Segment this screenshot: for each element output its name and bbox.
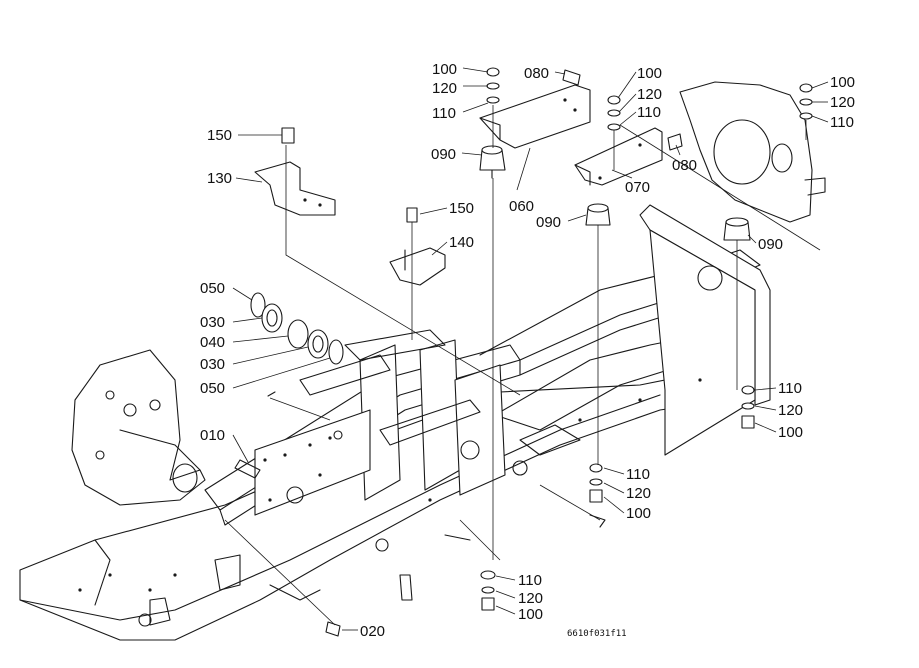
callout-090-a: 090 <box>431 146 456 163</box>
hardware-top <box>281 67 813 223</box>
leader-lines <box>232 67 829 631</box>
callout-110-right: 110 <box>778 380 802 397</box>
bracket-140 <box>389 247 446 286</box>
callout-110-top-c: 110 <box>830 114 854 131</box>
callout-120-mid: 120 <box>626 485 651 502</box>
hardware-bottom <box>325 385 755 637</box>
bearing-stack <box>250 292 344 365</box>
callout-050-b: 050 <box>200 380 225 397</box>
callout-120-top-c: 120 <box>830 94 855 111</box>
bracket-130 <box>254 161 336 216</box>
main-frame-010 <box>19 204 771 641</box>
callout-100-mid: 100 <box>626 505 651 522</box>
bracket-060 <box>479 84 591 149</box>
callout-120-right: 120 <box>778 402 803 419</box>
callout-110-top-b: 110 <box>637 104 661 121</box>
callout-140: 140 <box>449 234 474 251</box>
callout-120-bottom: 120 <box>518 590 543 607</box>
callout-030-b: 030 <box>200 356 225 373</box>
callout-120-top-a: 120 <box>432 80 457 97</box>
engine-plate <box>679 81 826 223</box>
callout-100-right: 100 <box>778 424 803 441</box>
callout-120-top-b: 120 <box>637 86 662 103</box>
bracket-070 <box>574 127 663 186</box>
drawing-code: 6610f031f11 <box>567 629 627 639</box>
callout-150-b: 150 <box>449 200 474 217</box>
rubber-mount-090-a <box>479 145 506 179</box>
callout-070: 070 <box>625 179 650 196</box>
callout-100-top-b: 100 <box>637 65 662 82</box>
callout-010: 010 <box>200 427 225 444</box>
callout-100-bottom: 100 <box>518 606 543 623</box>
callout-110-mid: 110 <box>626 466 650 483</box>
callout-030-a: 030 <box>200 314 225 331</box>
callout-110-top-a: 110 <box>432 105 456 122</box>
callout-080-top: 080 <box>524 65 549 82</box>
callout-040: 040 <box>200 334 225 351</box>
rubber-mount-090-c <box>723 217 751 241</box>
rubber-mount-090-b <box>585 203 611 226</box>
callout-090-c: 090 <box>758 236 783 253</box>
callout-100-top-a: 100 <box>432 61 457 78</box>
callout-020: 020 <box>360 623 385 640</box>
callout-090-b: 090 <box>536 214 561 231</box>
callout-050-a: 050 <box>200 280 225 297</box>
transmission-housing <box>71 349 206 506</box>
assembly-lines <box>224 105 821 626</box>
callout-labels: 100 120 110 080 100 120 110 100 120 110 … <box>200 61 855 640</box>
callout-100-top-c: 100 <box>830 74 855 91</box>
callout-110-bottom: 110 <box>518 572 542 589</box>
callout-150-a: 150 <box>207 127 232 144</box>
callout-080-right: 080 <box>672 157 697 174</box>
callout-060: 060 <box>509 198 534 215</box>
callout-130: 130 <box>207 170 232 187</box>
